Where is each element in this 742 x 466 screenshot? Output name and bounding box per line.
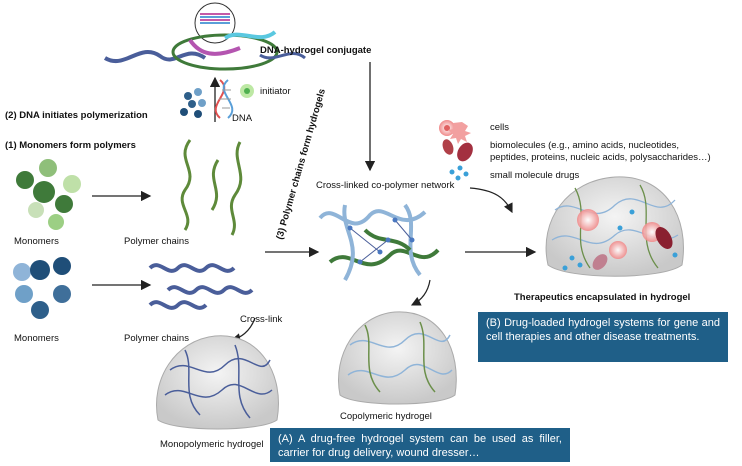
biomolecules-label-1: biomolecules (e.g., amino acids, nucleot…	[490, 140, 680, 151]
blue-monomers-icon	[13, 257, 71, 319]
therapeutics-hydrogel-icon	[545, 176, 684, 277]
monomers-top-label: Monomers	[14, 236, 59, 247]
initiator-label: initiator	[260, 86, 291, 97]
step2-label: (2) DNA initiates polymerization	[5, 110, 148, 121]
polymer-chains-bottom-label: Polymer chains	[124, 333, 189, 344]
drug-free-box: (A) A drug-free hydrogel system can be u…	[270, 428, 570, 462]
cells-label: cells	[490, 122, 510, 133]
small-monomers-icon	[180, 88, 206, 118]
network-label: Cross-linked co-polymer network	[316, 180, 455, 191]
monopolymeric-label: Monopolymeric hydrogel	[160, 439, 264, 450]
biomolecules-label-2: peptides, proteins, nucleic acids, polys…	[490, 152, 711, 163]
polymer-chains-top-label: Polymer chains	[124, 236, 189, 247]
therapeutics-label: Therapeutics encapsulated in hydrogel	[514, 292, 691, 303]
monopolymeric-hydrogel-icon	[156, 335, 279, 430]
monomers-bottom-label: Monomers	[14, 333, 59, 344]
green-polymer-chains	[180, 139, 243, 236]
small-drugs-label: small molecule drugs	[490, 170, 580, 181]
copolymeric-label: Copolymeric hydrogel	[340, 411, 432, 422]
dna-helix-icon	[214, 79, 234, 119]
small-molecule-drugs-icon	[449, 165, 469, 181]
drug-loaded-box: (B) Drug-loaded hydrogel systems for gen…	[478, 312, 728, 362]
copolymeric-hydrogel-icon	[338, 311, 457, 405]
biomolecules-icon	[442, 139, 473, 162]
cells-icon	[439, 120, 471, 144]
dna-hydrogel-conjugate-illustration	[103, 2, 306, 71]
conjugate-label: DNA-hydrogel conjugate	[260, 45, 372, 56]
green-monomers-icon	[16, 159, 81, 230]
blue-polymer-chains	[148, 263, 254, 310]
step1-label: (1) Monomers form polymers	[5, 140, 136, 151]
cross-link-label: Cross-link	[240, 314, 283, 325]
dna-label: DNA	[232, 113, 253, 124]
cross-linked-network-illustration	[318, 203, 440, 281]
